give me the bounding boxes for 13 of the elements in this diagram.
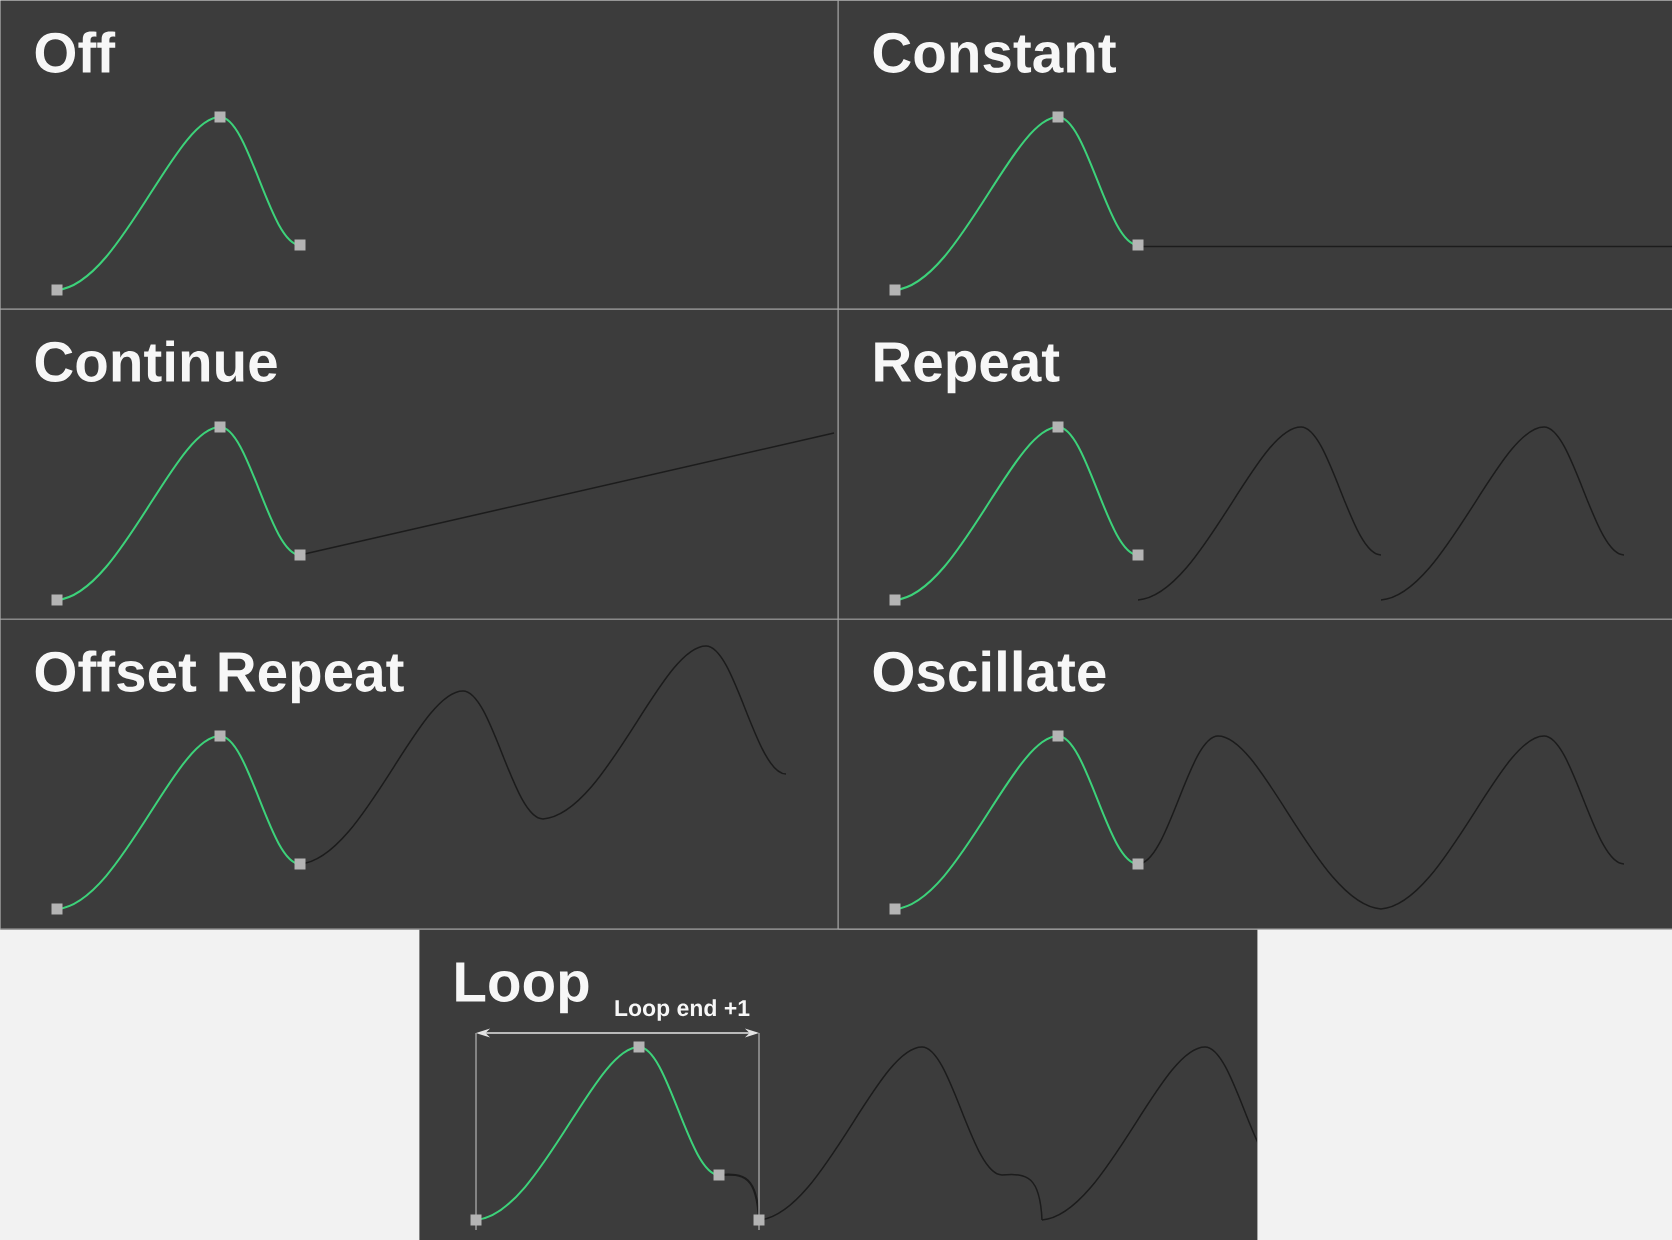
panel: Offset Repeat [0,619,839,930]
panel: Oscillate [838,619,1672,930]
node-label: Continue [35,340,277,382]
panel: Constant [838,0,1672,310]
dimension-label: Loop end +1 [615,999,750,1021]
node-label: Repeat [875,342,1060,394]
node-label: Loop [456,962,589,1014]
node-label: Constant [873,32,1116,73]
panel: Off [0,0,839,310]
panel: Repeat [838,309,1672,620]
node-label: Offset Repeat [35,650,404,704]
panel: Continue [0,309,839,620]
node-label: Oscillate [873,650,1106,692]
